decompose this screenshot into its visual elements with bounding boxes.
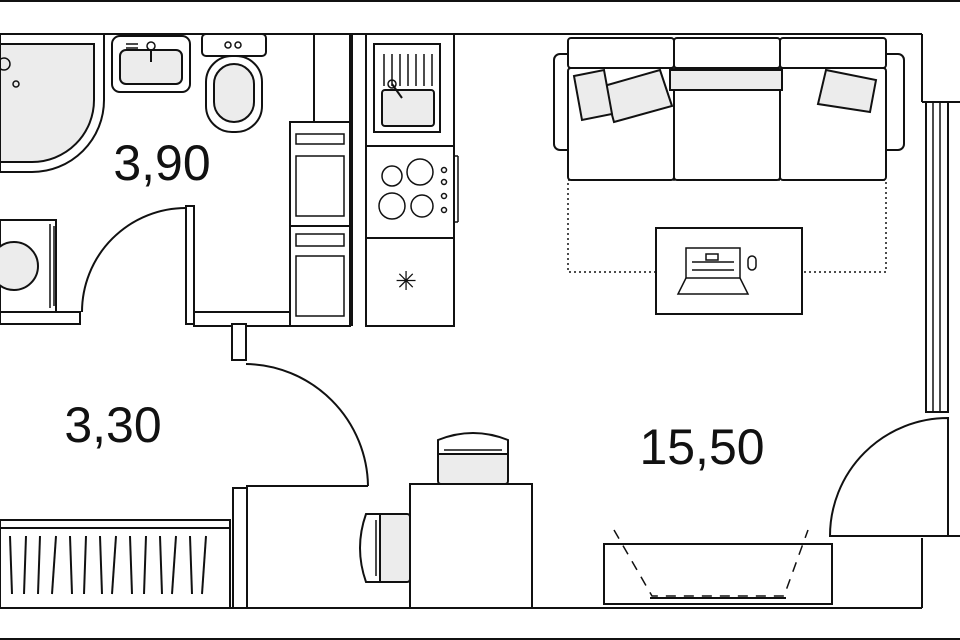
toilet-button-icon: [234, 41, 242, 49]
wardrobe-hangers: [9, 535, 207, 595]
coffee-table: [655, 227, 803, 315]
hob-burner-icon: [381, 165, 403, 187]
sofa-pillow: [572, 68, 614, 122]
kitchen-faucet-icon: [387, 79, 397, 89]
kitchen-sink-basin: [381, 89, 435, 127]
dining-table: [409, 483, 533, 609]
sink: [111, 35, 191, 93]
sofa-back-cushion: [779, 37, 887, 69]
bathroom-door-swing: [81, 207, 187, 313]
table-top: [655, 227, 803, 315]
fridge-handle: [295, 233, 345, 247]
toilet-button-icon: [224, 41, 232, 49]
wardrobe: [0, 519, 231, 609]
hob-burner-icon: [378, 192, 406, 220]
room-area-bathroom: 3,90: [113, 135, 210, 191]
hob-burner-icon: [406, 158, 434, 186]
column-upper: [313, 33, 351, 123]
balcony-window: [925, 101, 949, 413]
tv-cabinet: [603, 543, 833, 605]
balcony-door-swing: [828, 416, 949, 537]
bathroom-door-jamb: [185, 205, 195, 325]
shower-basin: [0, 43, 95, 163]
window-frame: [925, 101, 949, 413]
fridge-column: [289, 225, 351, 327]
dining-set: [359, 432, 533, 609]
chair-back: [359, 513, 381, 583]
shower-drain-icon: [0, 57, 11, 71]
chair-left: [359, 513, 411, 583]
oven-column: [289, 33, 353, 327]
washing-machine: [0, 219, 57, 313]
oven-handle: [295, 133, 345, 145]
sofa-back-cushion: [673, 37, 781, 69]
mouse-icon: [747, 255, 757, 271]
room-area-living-room: 15,50: [639, 419, 764, 475]
sofa-back-band: [669, 69, 783, 91]
oven-cabinet: [289, 121, 351, 227]
hall-door: [245, 363, 369, 487]
fridge-snowflake-icon: ✳: [395, 267, 417, 297]
chair-back: [437, 432, 509, 455]
drainer-ribs: [383, 54, 433, 86]
bathroom-door: [81, 207, 187, 313]
toilet-bowl: [213, 63, 255, 123]
tv-stand: [603, 529, 833, 605]
hob-burner-icon: [410, 194, 434, 218]
shower-head-icon: [12, 80, 20, 88]
toilet-tank: [201, 33, 267, 57]
hallway-wall-lower: [232, 487, 248, 609]
fridge-door: [295, 255, 345, 317]
room-area-hallway: 3,30: [64, 397, 161, 453]
washer-drum-icon: [0, 241, 39, 291]
toilet: [201, 33, 267, 133]
sofa-pillow: [816, 68, 878, 114]
oven-door: [295, 155, 345, 217]
hall-door-swing: [245, 363, 369, 487]
sofa: [553, 37, 905, 181]
balcony-door: [828, 416, 960, 537]
laptop-icon: [676, 247, 750, 295]
kitchen-counter: ✳: [365, 33, 459, 327]
laptop-screen: [685, 247, 741, 279]
sofa-back-cushion: [567, 37, 675, 69]
laptop-keyboard: [676, 277, 750, 295]
bathroom-wall-left: [0, 311, 81, 325]
shower-tray: [0, 33, 105, 173]
tv-view-cone: [613, 529, 809, 597]
interior-walls: [0, 205, 291, 609]
kitchen-faucet-spout: [391, 83, 403, 99]
hallway-wall-stub: [231, 323, 247, 361]
hob: [378, 155, 459, 223]
chair-top: [437, 432, 509, 485]
